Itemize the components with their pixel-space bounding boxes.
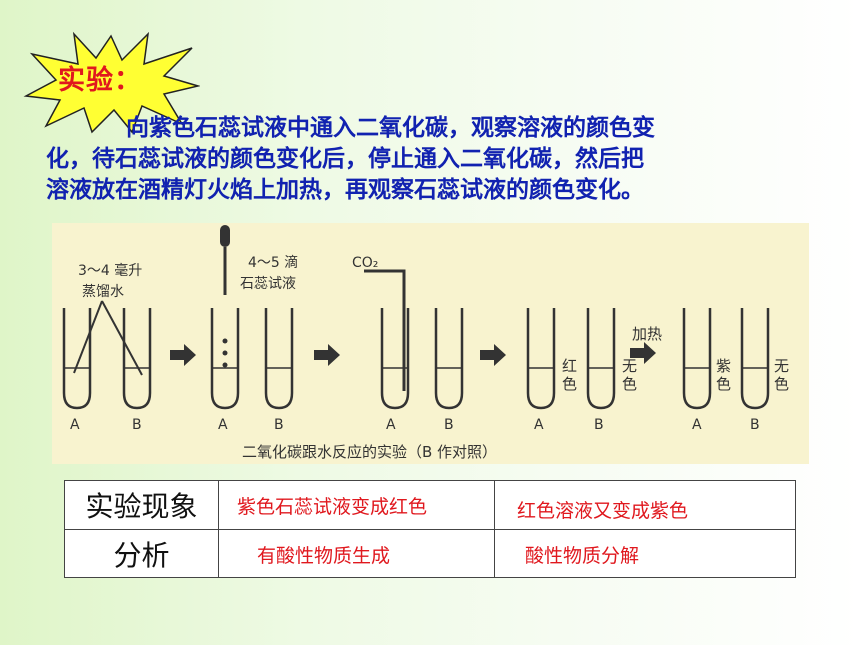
tube-label-b: B [132, 417, 142, 433]
tube-label-b: B [594, 417, 604, 433]
none2-label-2: 色 [774, 375, 789, 393]
paragraph-line: 化，待石蕊试液的颜色变化后，停止通入二氧化碳，然后把 [46, 145, 644, 172]
step-arrow-2 [314, 344, 340, 366]
table-divider [494, 481, 495, 577]
starburst-shape [23, 31, 200, 134]
row-header-phenomenon: 实验现象 [85, 490, 198, 523]
paragraph-line: 溶液放在酒精灯火焰上加热，再观察石蕊试液的颜色变化。 [46, 176, 644, 203]
paragraph-line: 向紫色石蕊试液中通入二氧化碳，观察溶液的颜色变 [126, 114, 655, 141]
step-arrow-1 [170, 344, 196, 366]
table-divider [218, 481, 219, 577]
purple-label-2: 色 [716, 375, 731, 393]
cell-phenomenon-2: 红色溶液又变成紫色 [517, 499, 689, 522]
purple-label-1: 紫 [716, 357, 731, 375]
none-label-2: 色 [622, 375, 637, 393]
tube-label-a: A [70, 417, 80, 433]
experiment-diagram: 3～4 毫升 蒸馏水 A B 4～5 滴 石蕊试液 A B CO₂ A B [62, 225, 789, 461]
tube-label-b: B [444, 417, 454, 433]
table-divider [65, 529, 795, 530]
water-label-2: 蒸馏水 [82, 284, 124, 300]
tube-label-b: B [274, 417, 284, 433]
litmus-label-2: 石蕊试液 [240, 276, 296, 292]
co2-label: CO₂ [352, 255, 378, 271]
instruction-paragraph: 向紫色石蕊试液中通入二氧化碳，观察溶液的颜色变 化，待石蕊试液的颜色变化后，停止… [46, 112, 816, 205]
stage-1-tubes [62, 300, 152, 410]
experiment-title: 实验： [58, 65, 142, 96]
cell-analysis-1: 有酸性物质生成 [257, 544, 391, 567]
results-table: 实验现象 紫色石蕊试液变成红色 红色溶液又变成紫色 分析 有酸性物质生成 酸性物… [64, 480, 796, 578]
stage-3-tubes [364, 269, 464, 410]
red-label-1: 红 [562, 357, 577, 375]
step-arrow-3 [480, 344, 506, 366]
experiment-figure: 3～4 毫升 蒸馏水 A B 4～5 滴 石蕊试液 A B CO₂ A B [52, 223, 809, 464]
tube-label-a: A [218, 417, 228, 433]
tube-label-a: A [534, 417, 544, 433]
tube-label-b: B [750, 417, 760, 433]
litmus-label-1: 4～5 滴 [248, 254, 298, 271]
water-label-1: 3～4 毫升 [78, 262, 142, 279]
none2-label-1: 无 [774, 357, 789, 375]
stage-2-tubes [210, 225, 294, 410]
row-header-analysis: 分析 [113, 539, 170, 572]
cell-analysis-2: 酸性物质分解 [525, 544, 640, 567]
figure-caption: 二氧化碳跟水反应的实验（B 作对照） [242, 443, 497, 461]
starburst-badge [23, 31, 200, 134]
none-label-1: 无 [622, 357, 637, 375]
tube-label-a: A [692, 417, 702, 433]
heat-label: 加热 [632, 325, 662, 343]
red-label-2: 色 [562, 375, 577, 393]
tube-label-a: A [386, 417, 396, 433]
cell-phenomenon-1: 紫色石蕊试液变成红色 [237, 495, 428, 518]
